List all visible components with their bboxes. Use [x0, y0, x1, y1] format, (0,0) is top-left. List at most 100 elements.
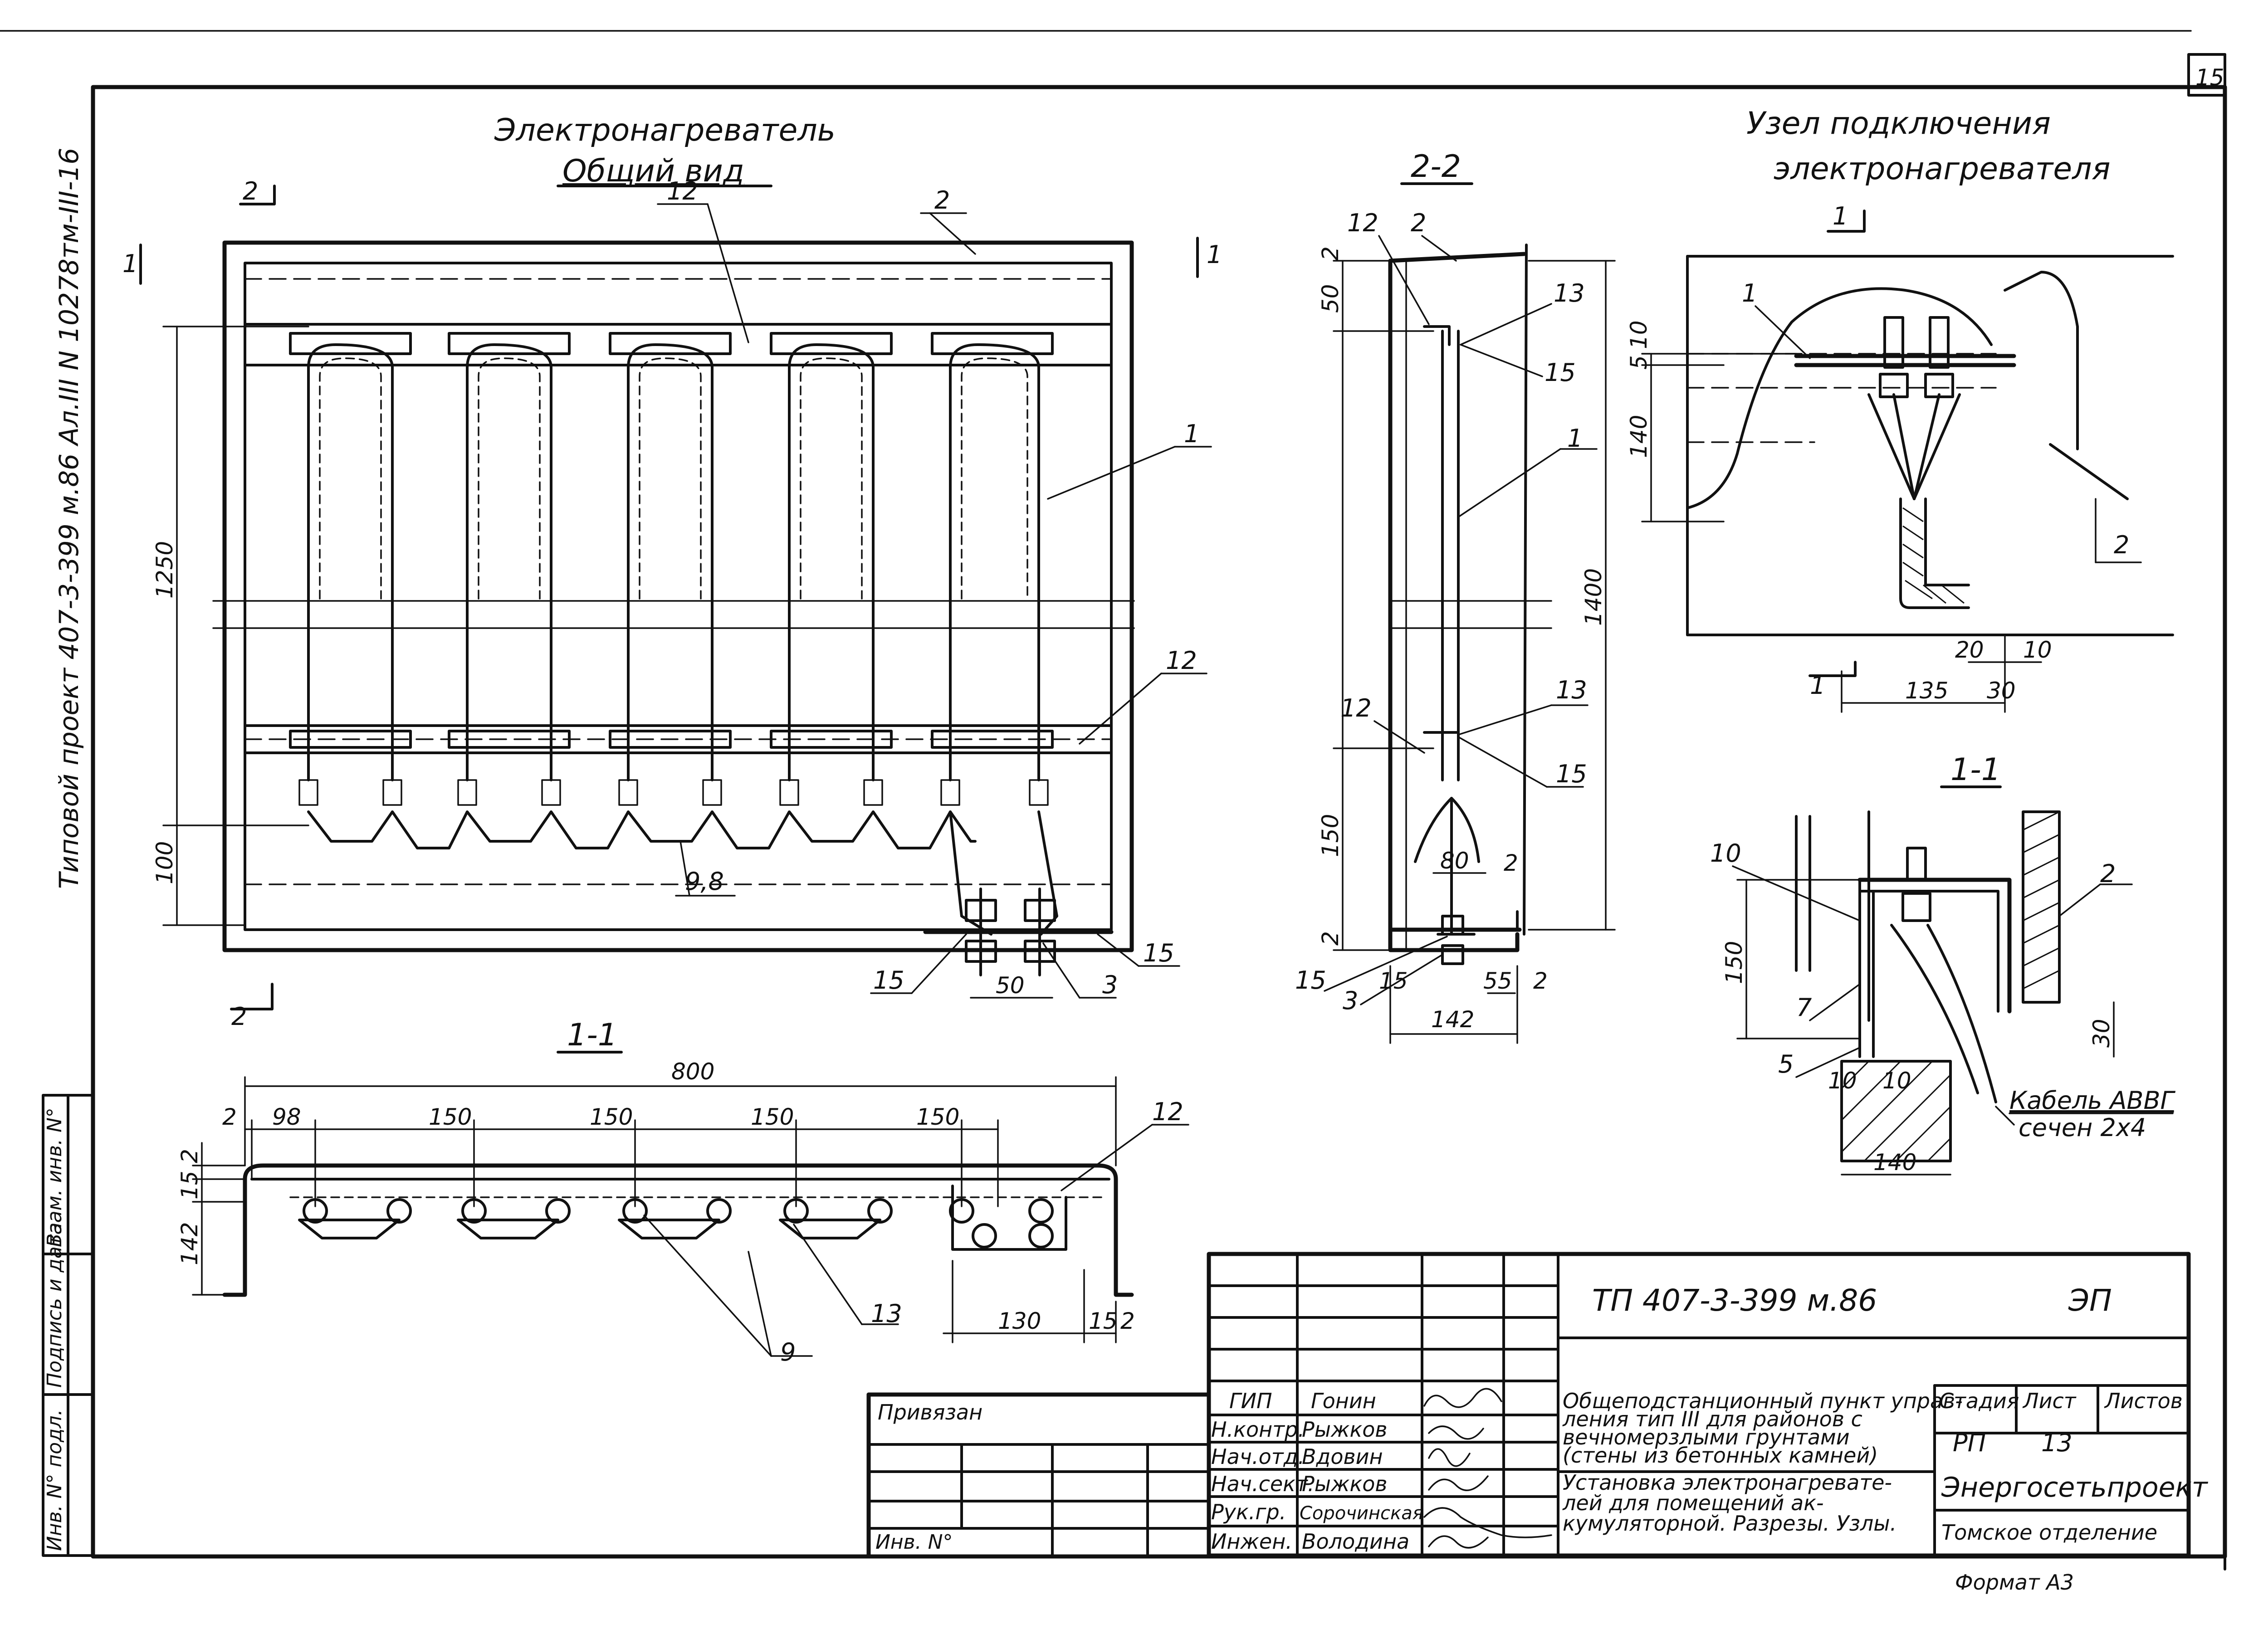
- s11b-dim-150-c: 150: [751, 1104, 794, 1130]
- s22-dim-2-top: 2: [1317, 246, 1344, 261]
- node-section-mark-bottom: 1: [1810, 671, 1825, 700]
- terminal-block: [923, 888, 1114, 976]
- tb-inv-label: Инв. N°: [875, 1531, 953, 1554]
- s22-dim-2-br: 2: [1533, 968, 1548, 994]
- s22-dim-55: 55: [1483, 968, 1512, 994]
- section-2-2: 2-2 50 2 1400 150: [1295, 149, 1616, 1044]
- s11b-dim-98: 98: [272, 1104, 301, 1130]
- tb-role-3: Нач.сект.: [1211, 1472, 1314, 1496]
- left-margin-table: Инв. N° подл. Подпись и дата Взам. инв. …: [42, 1094, 94, 1557]
- tb-sheet-line-0: Установка электронагревате-: [1563, 1470, 1892, 1495]
- node-title-line1: Узел подключения: [1746, 106, 2051, 141]
- s22-dim-80: 80: [1440, 848, 1469, 874]
- section-2-2-title: 2-2: [1411, 149, 1461, 185]
- sheet-number: 15: [2195, 64, 2224, 91]
- tb-stage-value: РП: [1953, 1429, 1986, 1457]
- s11r-title: 1-1: [1950, 752, 2001, 788]
- s11r-dim-10-a: 10: [1828, 1068, 1857, 1094]
- s11r-dim-30: 30: [2088, 1019, 2115, 1048]
- side-stamp: Типовой проект 407-3-399 м.86 Ал.III N 1…: [54, 148, 84, 889]
- tb-role-2: Нач.отд.: [1211, 1444, 1305, 1469]
- signatures: [1423, 1388, 1552, 1549]
- s11r-callout-2: 2: [2100, 859, 2116, 888]
- s22-callout-15-mid: 15: [1556, 760, 1587, 788]
- s22-dim-50: 50: [1317, 284, 1344, 313]
- node-dim-135: 135: [1905, 678, 1948, 704]
- s22-callout-3: 3: [1343, 986, 1358, 1015]
- general-callout-2: 2: [934, 186, 950, 215]
- s22-callout-15-bottom: 15: [1295, 966, 1326, 995]
- general-section-mark-1-right: 1: [1207, 240, 1222, 269]
- heater-tubes: [289, 332, 1058, 936]
- general-section-mark-1-left: 1: [122, 249, 138, 278]
- s11r-dim-150: 150: [1721, 941, 1747, 984]
- margin-label-replace: Взам. инв. N°: [43, 1107, 66, 1247]
- node-title-line2: электронагревателя: [1774, 151, 2111, 187]
- s22-callout-1: 1: [1567, 424, 1583, 453]
- tb-role-0: ГИП: [1229, 1389, 1272, 1413]
- sheet-frame: 15: [0, 30, 2227, 1571]
- s22-callout-15-top: 15: [1545, 358, 1576, 387]
- s11b-dim-142: 142: [176, 1222, 203, 1265]
- s11b-dim-130: 130: [998, 1308, 1041, 1334]
- format-label: Формат А3: [1955, 1570, 2074, 1595]
- tb-name-2: Вдовин: [1302, 1444, 1383, 1469]
- s11b-dim-2-left: 2: [222, 1104, 237, 1130]
- general-dim-1250: 1250: [152, 541, 178, 599]
- s22-callout-13-mid: 13: [1556, 676, 1587, 704]
- tb-stage-header: Стадия: [1939, 1389, 2019, 1413]
- general-callout-3: 3: [1102, 971, 1118, 999]
- s11b-dim-15: 15: [1089, 1308, 1118, 1334]
- tb-name-1: Рыжков: [1302, 1417, 1388, 1442]
- tb-name-0: Гонин: [1311, 1389, 1376, 1413]
- s11r-callout-10: 10: [1710, 839, 1741, 868]
- tb-sheet-value: 13: [2041, 1429, 2072, 1457]
- general-callout-12-bottom: 12: [1166, 646, 1197, 675]
- tb-sheet-line-1: лей для помещений ак-: [1562, 1491, 1824, 1515]
- general-callout-1: 1: [1184, 419, 1199, 448]
- tb-section-code: ЭП: [2068, 1283, 2112, 1318]
- general-callout-12-top: 12: [667, 177, 698, 205]
- margin-label-inv: Инв. N° подл.: [43, 1409, 66, 1551]
- s22-dim-150: 150: [1317, 814, 1344, 857]
- node-dim-20: 20: [1955, 637, 1984, 663]
- s11r-callout-5: 5: [1778, 1050, 1794, 1078]
- s11b-dim-150-d: 150: [916, 1104, 959, 1130]
- tb-project-line-2: вечномерзлыми грунтами: [1563, 1425, 1850, 1449]
- s11b-callout-13: 13: [871, 1299, 902, 1328]
- s11b-dim-150-a: 150: [429, 1104, 472, 1130]
- tb-role-4: Рук.гр.: [1211, 1500, 1286, 1524]
- tb-name-3: Рыжков: [1302, 1472, 1388, 1496]
- tb-sheets-header: Листов: [2104, 1389, 2183, 1413]
- tb-department: Томское отделение: [1941, 1520, 2157, 1545]
- node-dim-30: 30: [1987, 678, 2016, 704]
- s22-dim-2-right: 2: [1504, 850, 1518, 876]
- s11r-callout-7: 7: [1796, 993, 1812, 1022]
- s22-dim-2-bottom: 2: [1317, 931, 1344, 946]
- s22-callout-13-top: 13: [1554, 279, 1585, 307]
- node-section-mark: 1: [1833, 202, 1848, 230]
- node-dim-10: 10: [1626, 320, 1652, 349]
- s11b-dim-150-b: 150: [590, 1104, 633, 1130]
- s22-callout-2: 2: [1411, 209, 1426, 237]
- general-section-mark-2-top: 2: [243, 177, 258, 205]
- general-view-title: Электронагреватель: [494, 112, 836, 148]
- s11b-callout-9: 9: [780, 1338, 796, 1366]
- s11r-dim-140: 140: [1873, 1149, 1916, 1176]
- s11b-title: 1-1: [567, 1017, 617, 1053]
- node-dim-10-right: 10: [2023, 637, 2052, 663]
- tb-organization: Энергосетьпроект: [1941, 1472, 2209, 1503]
- margin-label-sign: Подпись и дата: [43, 1223, 66, 1388]
- general-callout-15-left: 15: [873, 966, 904, 995]
- general-callout-15-right: 15: [1143, 939, 1174, 967]
- s22-dim-142: 142: [1431, 1006, 1474, 1033]
- general-section-mark-2-bottom: 2: [231, 1002, 247, 1031]
- tb-name-5: Володина: [1302, 1529, 1409, 1554]
- tb-project-line-3: (стены из бетонных камней): [1563, 1443, 1878, 1468]
- tb-name-4: Сорочинская: [1300, 1503, 1423, 1524]
- title-block: ТП 407-3-399 м.86 ЭП Привязан Инв. N° ГИ…: [866, 1252, 2209, 1558]
- node-callout-1: 1: [1742, 279, 1757, 307]
- tb-role-5: Инжен.: [1211, 1529, 1292, 1554]
- general-dim-50: 50: [996, 972, 1025, 999]
